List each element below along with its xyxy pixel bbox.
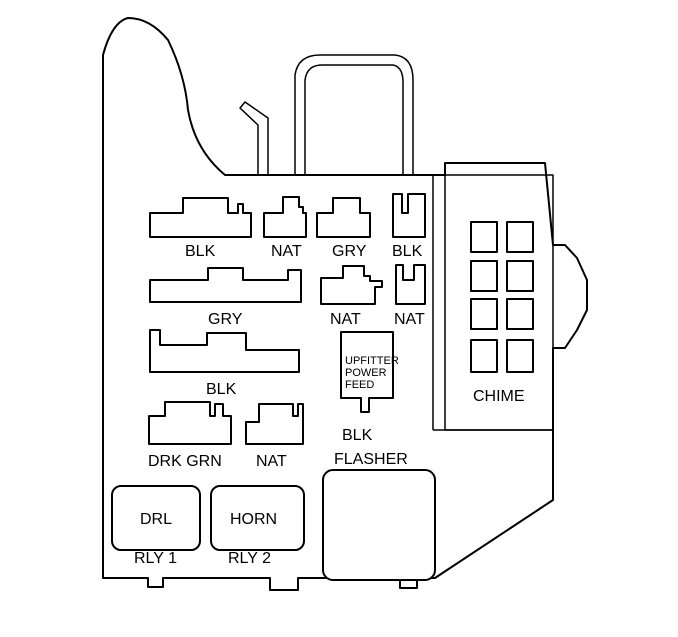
connector-drk-grn: [148, 401, 232, 445]
connector-blk-1-label: BLK: [185, 243, 216, 260]
chime-terminal: [506, 221, 534, 253]
chime-terminal: [506, 260, 534, 292]
relay-drl: [111, 485, 201, 551]
connector-nat-3-label: NAT: [394, 311, 425, 328]
wire-stub: [239, 101, 269, 175]
chime-terminal: [470, 221, 498, 253]
upfitter-color-label: BLK: [342, 427, 373, 444]
connector-nat-1: [263, 196, 307, 238]
connector-gry-1-label: GRY: [332, 243, 367, 260]
upfitter-label-line1: UPFITTER: [345, 355, 399, 367]
connector-blk-2: [392, 193, 426, 238]
flasher-slot: [322, 469, 436, 581]
relay-drl-label: DRL: [140, 511, 172, 528]
relay-2-label: RLY 2: [228, 550, 271, 567]
upfitter-label-line2: POWER: [345, 367, 387, 379]
connector-nat-1-label: NAT: [271, 243, 302, 260]
chime-terminal: [470, 298, 498, 330]
connector-blk-1: [149, 197, 252, 238]
connector-gry-2-label: GRY: [208, 311, 243, 328]
connector-nat-3: [395, 264, 426, 305]
connector-gry-2: [149, 267, 302, 303]
chime-terminal: [470, 260, 498, 292]
chime-terminal: [470, 339, 498, 373]
connector-blk-2-label: BLK: [392, 243, 423, 260]
connector-gry-1: [316, 197, 371, 238]
connector-nat-4: [245, 403, 304, 445]
connector-blk-3-label: BLK: [206, 381, 237, 398]
relay-horn: [210, 485, 305, 551]
upfitter-label-line3: FEED: [345, 379, 374, 391]
chime-terminal: [506, 298, 534, 330]
wire-loop: [294, 54, 414, 175]
flasher-label: FLASHER: [334, 451, 408, 468]
connector-drk-grn-label: DRK GRN: [148, 453, 222, 470]
connector-nat-2-label: NAT: [330, 311, 361, 328]
chime-terminal: [506, 339, 534, 373]
chime-label: CHIME: [473, 388, 525, 405]
upfitter-power-feed: [340, 331, 394, 413]
connector-blk-3: [149, 329, 300, 373]
relay-1-label: RLY 1: [134, 550, 177, 567]
relay-horn-label: HORN: [230, 511, 277, 528]
connector-nat-4-label: NAT: [256, 453, 287, 470]
connector-nat-2: [320, 265, 383, 305]
